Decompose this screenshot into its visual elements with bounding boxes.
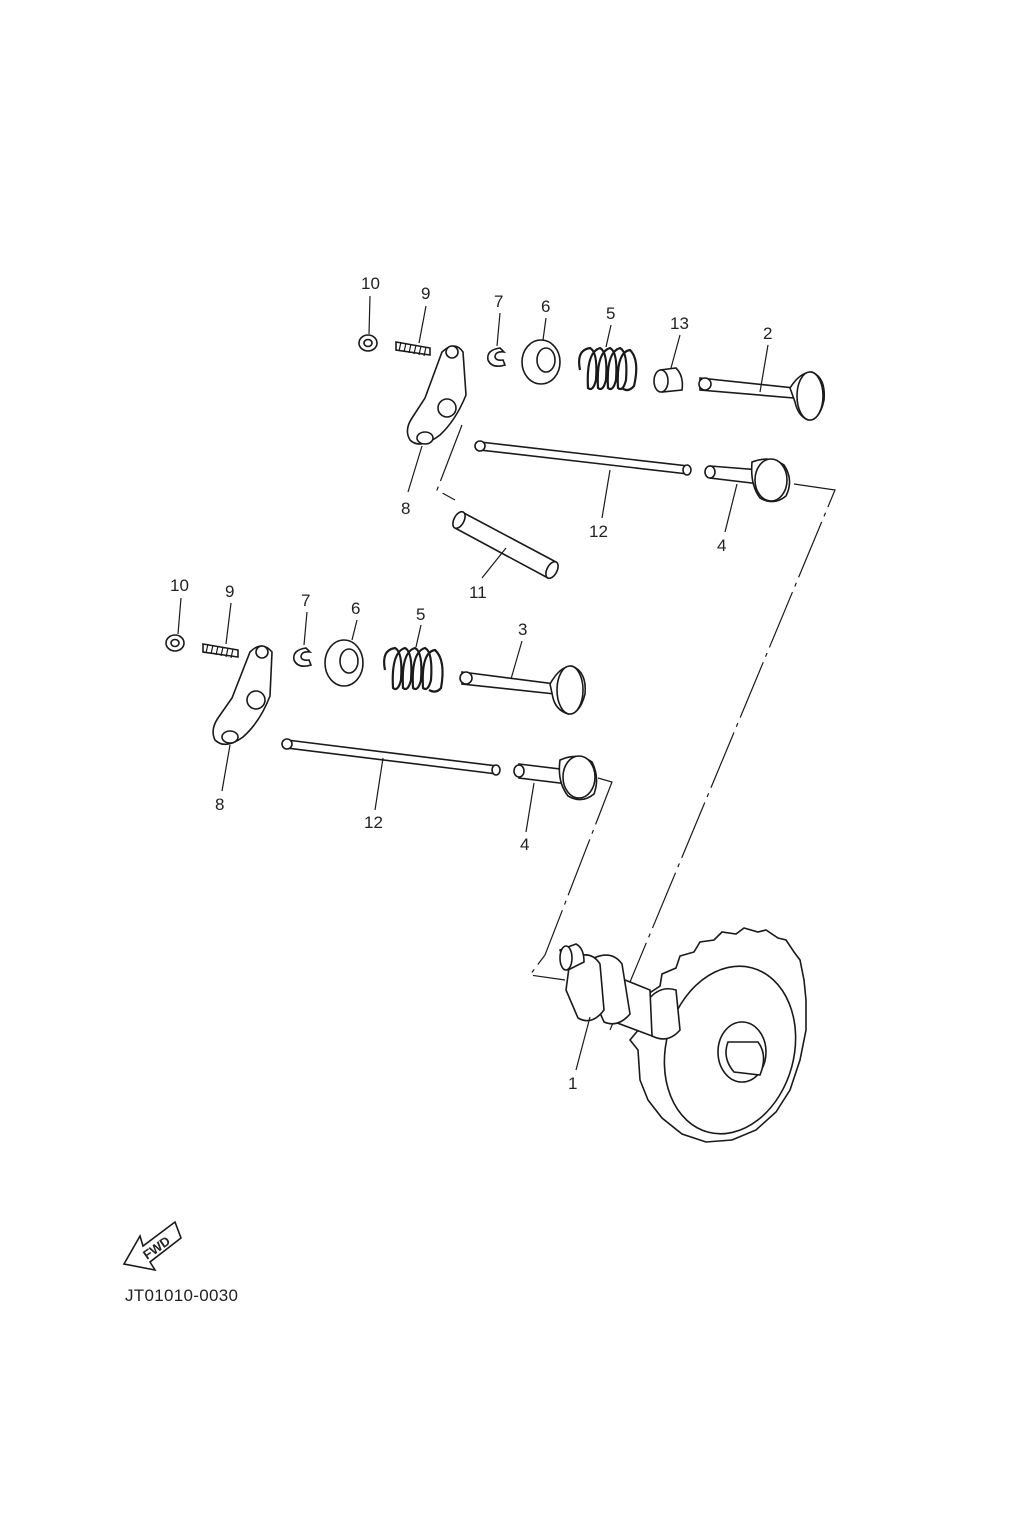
callout-11: 11 [469,583,487,602]
part-8-rocker-arm-lower [212,645,273,746]
part-9-adjusting-screw-upper [395,341,431,357]
assembly-lines [436,424,836,1031]
callout-1: 1 [568,1074,577,1093]
part-13-valve-stem-seal [653,367,684,393]
part-4-valve-lifter-lower [513,755,598,801]
part-4-valve-lifter-upper [704,458,791,503]
callout-4-lower: 4 [520,835,529,854]
part-5-valve-spring-lower [383,646,444,693]
callout-8-lower: 8 [215,795,224,814]
callout-7-upper: 7 [494,292,503,311]
callout-12-upper: 12 [589,522,608,541]
part-8-rocker-arm-upper [406,345,467,445]
callout-4-upper: 4 [717,536,726,555]
callout-10-upper: 10 [361,274,380,293]
callout-6-lower: 6 [351,599,360,618]
callout-12-lower: 12 [364,813,383,832]
callout-13: 13 [670,314,689,333]
part-10-nut-upper [358,334,378,352]
part-12-push-rod-upper [474,440,692,476]
fwd-arrow-icon: FWD [122,1220,182,1272]
part-11-rocker-shaft [452,510,559,580]
callout-8-upper: 8 [401,499,410,518]
part-7-valve-collet-lower [292,647,313,667]
leader-lines [177,295,769,1071]
part-12-push-rod-lower [281,738,501,776]
part-10-nut-lower [165,634,185,652]
callout-5-lower: 5 [416,605,425,624]
part-6-spring-retainer-upper [521,339,561,385]
callout-9-lower: 9 [225,582,234,601]
callout-10-lower: 10 [170,576,189,595]
part-6-spring-retainer-lower [324,639,364,687]
callout-labels: 10 9 7 6 5 13 2 8 12 4 11 10 9 7 6 5 3 8… [170,274,772,1093]
part-1-camshaft [558,927,807,1143]
part-2-valve-upper [698,371,826,421]
figure-code: JT01010-0030 [125,1286,239,1305]
callout-2: 2 [763,324,772,343]
callout-5-upper: 5 [606,304,615,323]
part-3-valve-lower [459,665,587,715]
part-9-adjusting-screw-lower [202,643,239,659]
callout-6-upper: 6 [541,297,550,316]
part-5-valve-spring-upper [578,346,638,392]
part-7-valve-collet-upper [486,347,507,367]
callout-3: 3 [518,620,527,639]
callout-7-lower: 7 [301,591,310,610]
callout-9-upper: 9 [421,284,430,303]
